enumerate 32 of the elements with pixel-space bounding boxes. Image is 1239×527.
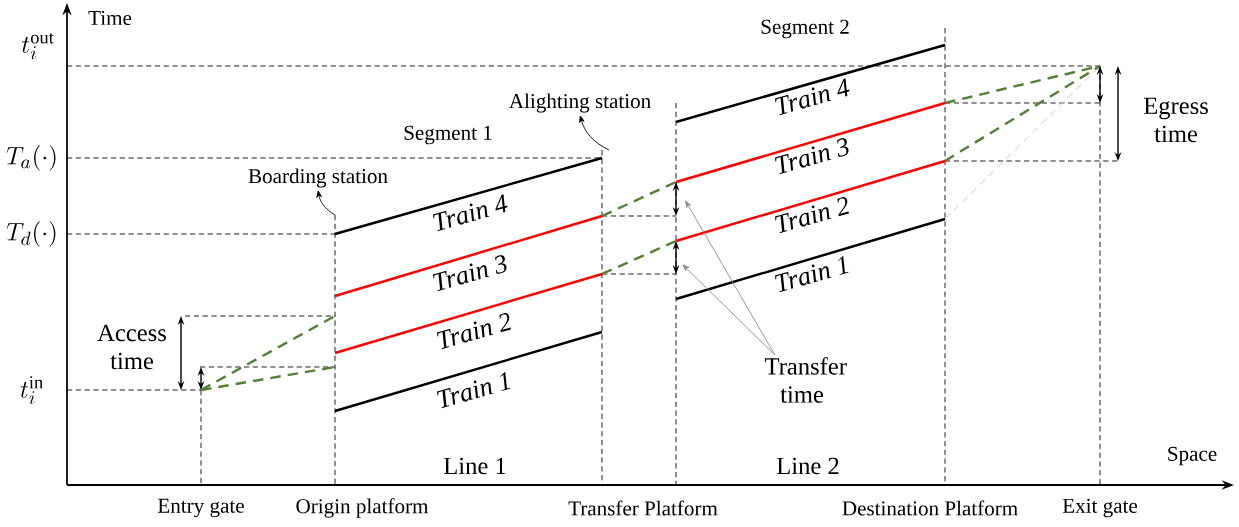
axis-tick-label: Transfer Platform — [568, 500, 718, 516]
axis-title: Time — [88, 10, 132, 26]
measure-label: Egress time — [1143, 97, 1208, 143]
axis-tick-label: $T_d(\cdot)$ — [6, 221, 56, 247]
axis-title: Space — [1168, 446, 1217, 466]
leader-arrow — [316, 190, 336, 216]
axis-tick-label: Exit gate — [1062, 498, 1138, 518]
segment-label: Segment 1 — [404, 125, 492, 145]
train-label: Train 1 — [437, 371, 511, 409]
leader-line — [685, 200, 776, 356]
station-label: Boarding station — [248, 168, 388, 188]
callout-label: Transfer time — [764, 357, 847, 403]
leader-line — [682, 264, 776, 356]
train-label: Train 4 — [433, 194, 508, 232]
axis-tick-label: Origin platform — [296, 498, 429, 518]
axis-tick-label: $T_a(\cdot)$ — [6, 145, 56, 171]
axis-tick-label: Destination Platform — [842, 500, 1018, 516]
train-label: Train 3 — [775, 138, 849, 175]
train-label: Train 2 — [437, 313, 511, 350]
axis-tick-label: Entry gate — [158, 498, 244, 518]
train-label: Train 3 — [433, 255, 507, 292]
train-label: Train 4 — [775, 78, 850, 116]
axis-tick-label: $t_i^{\mathrm{out}}$ — [21, 32, 54, 60]
train-label: Train 1 — [775, 255, 849, 293]
axis-tick-label: $t_i^{\mathrm{in}}$ — [20, 376, 43, 405]
station-label: Alighting station — [509, 93, 651, 113]
train-label: Train 2 — [775, 197, 849, 234]
line-label: Line 2 — [776, 457, 839, 475]
leader-arrow — [579, 115, 610, 151]
measure-label: Access time — [97, 324, 166, 370]
segment-label: Segment 2 — [761, 19, 849, 39]
line-label: Line 1 — [443, 457, 506, 475]
